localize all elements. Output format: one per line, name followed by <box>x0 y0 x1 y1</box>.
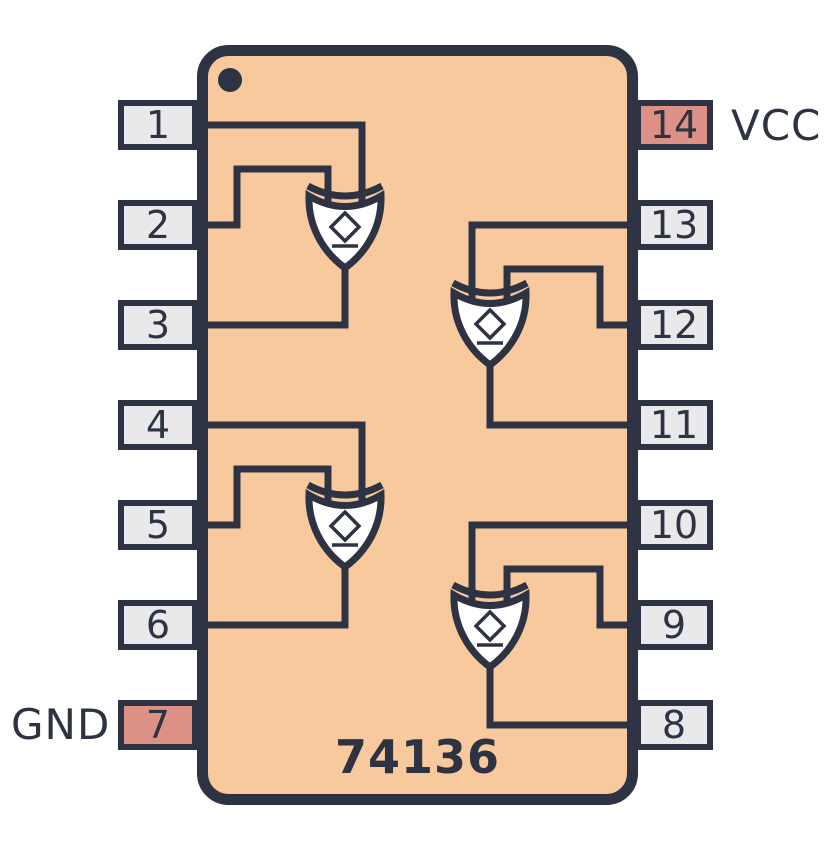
wire-pin4-to-gate-c <box>197 421 366 505</box>
wire-pin1-to-gate-a <box>197 121 366 206</box>
wire-gate-a-to-pin3 <box>197 253 349 329</box>
pin-12: 12 <box>635 300 713 350</box>
pin-9-number: 9 <box>661 603 687 647</box>
pin-4: 4 <box>118 400 198 450</box>
wire-gate-c-to-pin6 <box>197 552 349 629</box>
wire-gate-d-to-pin8 <box>486 652 638 729</box>
pin-1-number: 1 <box>145 103 171 147</box>
wire-pin10-to-gate-d <box>468 521 638 605</box>
pin-14-vcc: 14 <box>635 100 713 150</box>
pin-14-number: 14 <box>649 103 699 147</box>
pin-10: 10 <box>635 500 713 550</box>
pin-11: 11 <box>635 400 713 450</box>
wire-gate-b-to-pin11 <box>486 350 638 429</box>
pin1-indicator-dot <box>218 68 242 92</box>
wire-pin12-to-gate-b <box>503 265 638 329</box>
pin-6-number: 6 <box>145 603 171 647</box>
pin-12-number: 12 <box>649 303 699 347</box>
pin-9: 9 <box>635 600 713 650</box>
wire-pin9-to-gate-d <box>503 565 638 629</box>
pin-2: 2 <box>118 200 198 250</box>
pin-1: 1 <box>118 100 198 150</box>
pin-6: 6 <box>118 600 198 650</box>
pin-3-number: 3 <box>145 303 171 347</box>
pin-3: 3 <box>118 300 198 350</box>
chip-name-label: 74136 <box>334 730 501 784</box>
pin-10-number: 10 <box>649 503 699 547</box>
vcc-label: VCC <box>731 100 822 150</box>
gnd-label: GND <box>11 699 111 749</box>
wire-pin5-to-gate-c <box>197 465 332 529</box>
pin-8: 8 <box>635 700 713 750</box>
pin-13: 13 <box>635 200 713 250</box>
pin-7-gnd: 7 <box>118 700 198 750</box>
pin-5-number: 5 <box>145 503 171 547</box>
wire-pin13-to-gate-b <box>468 221 638 303</box>
pin-5: 5 <box>118 500 198 550</box>
pin-7-number: 7 <box>145 703 171 747</box>
internal-wires <box>197 121 638 729</box>
pin-11-number: 11 <box>649 403 699 447</box>
pin-8-number: 8 <box>661 703 687 747</box>
pin-4-number: 4 <box>145 403 171 447</box>
wire-pin2-to-gate-a <box>197 165 332 229</box>
pin-2-number: 2 <box>145 203 171 247</box>
pin-13-number: 13 <box>649 203 699 247</box>
